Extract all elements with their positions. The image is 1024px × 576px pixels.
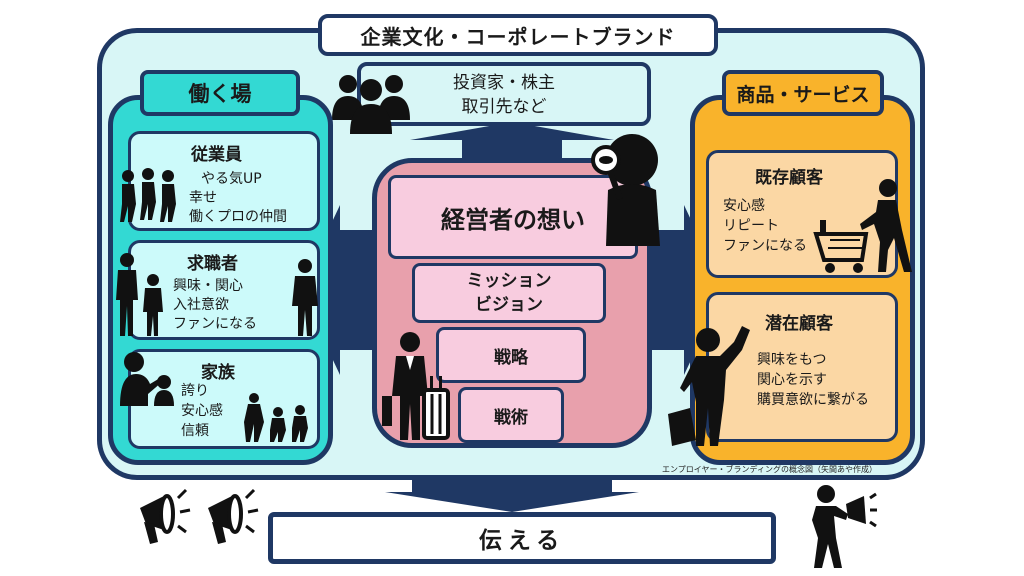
family-group-icon: [244, 393, 308, 442]
up-arrow: [410, 122, 614, 160]
job-seekers-line3: ファンになる: [173, 316, 257, 332]
page-title: 企業文化・コーポレートブランド: [318, 14, 718, 56]
existing-customers-line3: ファンになる: [723, 238, 807, 254]
existing-customers-title: 既存顧客: [755, 168, 823, 188]
job-seekers-line1: 興味・関心: [173, 278, 243, 294]
vision-label: ビジョン: [475, 295, 543, 315]
family-line2: 安心感: [181, 403, 223, 419]
job-seekers-line2: 入社意欲: [173, 297, 229, 313]
investors-box: 投資家・株主 取引先など: [357, 62, 651, 126]
down-arrow: [385, 478, 639, 512]
mission-vision-box: ミッション ビジョン: [412, 263, 606, 323]
employees-group-icon: [120, 168, 176, 222]
family-title: 家族: [201, 363, 235, 383]
mission-label: ミッション: [466, 271, 552, 291]
shopping-cart-person-icon: [813, 179, 912, 273]
owner-vision-label: 経営者の想い: [441, 205, 585, 234]
investors-line2: 取引先など: [461, 97, 547, 117]
owner-vision-box: 経営者の想い: [388, 175, 638, 259]
employees-line3: 働くプロの仲間: [189, 209, 287, 225]
family-line3: 信頼: [181, 423, 209, 439]
potential-customers-line1: 興味をもつ: [757, 352, 827, 368]
job-seekers-title: 求職者: [187, 254, 238, 274]
left-arrow: [300, 205, 372, 375]
potential-customers-line2: 関心を示す: [757, 372, 827, 388]
existing-customers-line1: 安心感: [723, 198, 765, 214]
job-seekers-card: 求職者 興味・関心 入社意欲 ファンになる: [128, 240, 320, 340]
businessman-luggage-icon: [382, 332, 450, 440]
existing-customers-line2: リピート: [723, 218, 779, 234]
communicate-box: 伝える: [268, 512, 776, 564]
tactics-label: 戦術: [494, 407, 528, 428]
person-megaphone-icon: [812, 485, 877, 568]
job-seeker-person-icon: [292, 259, 318, 336]
megaphone-icon: [140, 488, 191, 544]
strategy-box: 戦略: [436, 327, 586, 383]
family-line1: 誇り: [181, 383, 209, 399]
workplace-header: 働く場: [140, 70, 300, 116]
employees-line1: やる気UP: [201, 171, 262, 187]
potential-customers-card: 潜在顧客 興味をもつ 関心を示す 購買意欲に繋がる: [706, 292, 898, 442]
group-people-icon: [332, 75, 410, 134]
potential-customers-line3: 購買意欲に繋がる: [757, 392, 869, 408]
megaphone-icon: [208, 488, 259, 544]
parent-child-icon: [120, 352, 174, 406]
employees-line2: 幸せ: [189, 190, 217, 206]
investors-line1: 投資家・株主: [453, 73, 555, 93]
job-seeker-person-icon: [116, 253, 163, 336]
products-header: 商品・サービス: [722, 70, 884, 116]
strategy-label: 戦略: [494, 347, 528, 368]
detective-magnifier-icon: [591, 134, 660, 246]
potential-customers-title: 潜在顧客: [765, 314, 833, 334]
person-raising-hand-icon: [668, 326, 750, 446]
caption: エンプロイヤー・ブランディングの概念図（矢間あや作成）: [662, 465, 877, 474]
existing-customers-card: 既存顧客 安心感 リピート ファンになる: [706, 150, 898, 278]
employees-title: 従業員: [191, 145, 242, 165]
right-arrow: [652, 205, 724, 375]
tactics-box: 戦術: [458, 387, 564, 443]
